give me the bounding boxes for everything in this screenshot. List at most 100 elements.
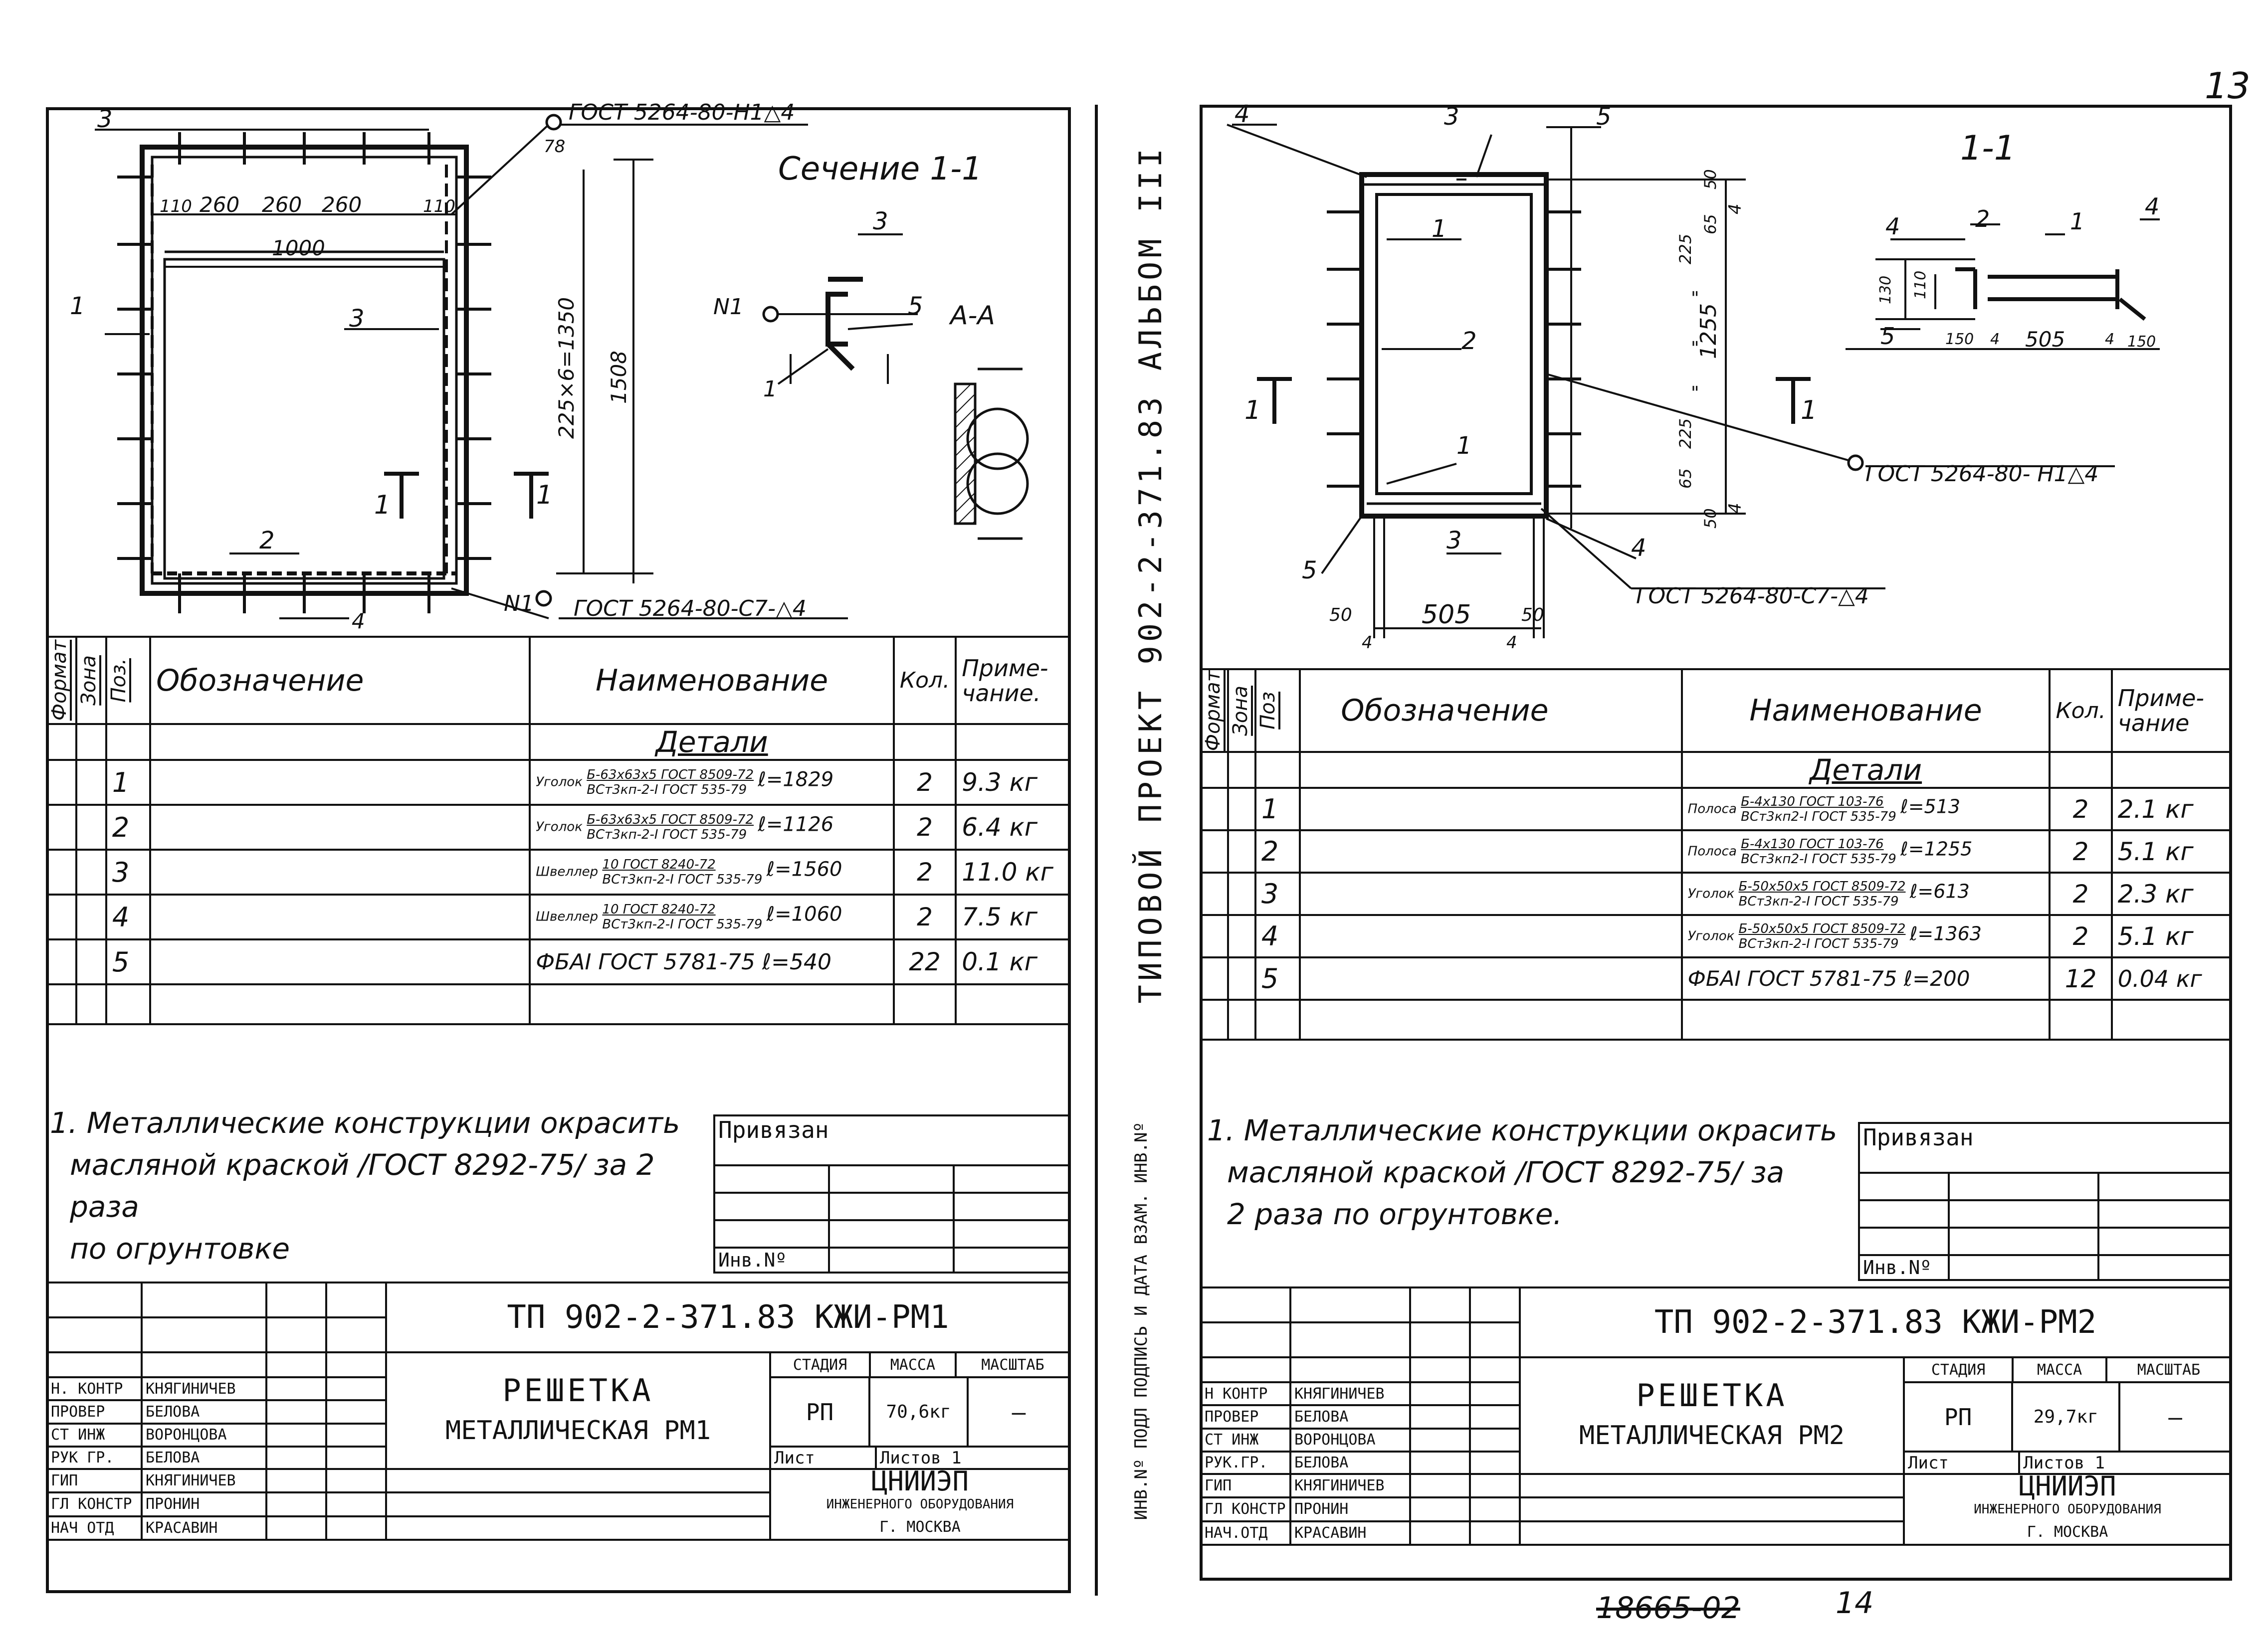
dim-110b: 110 [423,196,455,216]
svg-text:4: 4 [2145,193,2159,220]
svg-text:4: 4 [1235,100,1250,128]
pos-label-3: 3 [97,105,113,133]
svg-text:1: 1 [2070,208,2084,235]
svg-text:225: 225 [1676,234,1695,264]
svg-text:4: 4 [2105,331,2114,348]
header-designation: Обозначение [149,636,531,725]
svg-text:1: 1 [1432,215,1447,243]
svg-text:150: 150 [1945,331,1974,348]
marker-n1: N1 [713,294,744,320]
dim-260b: 260 [262,192,302,217]
svg-text:110: 110 [1912,271,1929,299]
sheet-separator [1095,105,1098,1596]
svg-text:3: 3 [1446,527,1462,554]
svg-text:4: 4 [1631,534,1647,562]
profile-label-3: 3 [873,207,888,235]
svg-text:150: 150 [2127,333,2156,351]
section-title: Сечение 1-1 [778,151,982,187]
note-2: 1. Металлические конструкции окрасить ма… [1207,1113,1838,1231]
svg-text:130: 130 [1877,276,1894,304]
section-details: Детали [529,723,895,761]
profile-label-1: 1 [763,376,777,402]
code-2: ТП 902-2-371.83 КЖИ-РМ2 [1519,1286,2232,1358]
svg-text:1: 1 [1456,432,1472,460]
cut-label-1b: 1 [536,480,553,510]
weld-top-2: ГОСТ 5264-80- Н1△4 [1865,461,2098,487]
svg-text:5: 5 [1880,323,1895,350]
dim-260a: 260 [200,192,239,217]
page-number: 13 [2205,65,2251,107]
archive-number: 18665-02 [1596,1591,1740,1626]
view-label: А-А [949,301,995,331]
dim-110a: 110 [160,196,192,216]
dim-1000: 1000 [272,236,325,260]
section-title-2: 1-1 [1960,129,2016,168]
svg-text:5: 5 [1596,103,1612,131]
dim-1508: 1508 [607,351,631,404]
svg-text:65: 65 [1676,468,1695,489]
note-1: 1. Металлические конструкции окрасить ма… [50,1106,680,1266]
svg-text:4: 4 [1362,633,1373,653]
dim-4: 4 [352,609,365,633]
code-1: ТП 902-2-371.83 КЖИ-РМ1 [385,1282,1071,1353]
spec-table-1: Формат Зона Поз. Обозначение Наименовани… [45,636,1071,1025]
svg-text:50: 50 [1701,169,1720,189]
svg-text:50: 50 [1701,508,1720,529]
svg-text:1: 1 [1244,395,1261,425]
svg-text:5: 5 [1302,556,1317,584]
grate-outer-2 [1359,172,1549,519]
spec-table-2: Формат Зона Поз Обозначение Наименование… [1200,668,2233,1041]
svg-text:4: 4 [1725,203,1745,214]
svg-text:4: 4 [1885,213,1900,240]
svg-text:": " [1691,288,1699,309]
svg-text:505: 505 [2025,327,2065,352]
svg-text:": " [1691,338,1699,359]
pos-label-3b: 3 [349,305,365,333]
svg-text:4: 4 [1990,331,2000,348]
header-qty: Кол. [892,636,957,725]
svg-text:1: 1 [1801,395,1817,425]
svg-text:": " [1691,383,1699,403]
weld-bottom: ГОСТ 5264-80-С7-△4 [574,596,807,621]
svg-text:225: 225 [1676,418,1695,449]
svg-text:2: 2 [1461,327,1477,355]
svg-text:1255: 1255 [1696,303,1721,359]
privyazan-box-1: Привязан Инв.Nº [713,1114,1071,1274]
svg-text:50: 50 [1521,605,1544,625]
header-name: Наименование [529,636,895,725]
privyazan-box-2: Привязан Инв.Nº [1858,1122,2232,1281]
weld-top: ГОСТ 5264-80-Н1△4 [569,100,795,125]
svg-text:505: 505 [1422,600,1471,630]
svg-text:3: 3 [1444,103,1459,131]
header-note: Приме-чание. [955,636,1071,725]
dim-225x6: 225×6=1350 [554,297,579,439]
svg-text:2: 2 [1975,205,1990,232]
dim-260c: 260 [322,192,362,217]
svg-text:4: 4 [1725,503,1745,514]
grate-inner-2 [1375,193,1533,495]
pos-label-1: 1 [70,292,85,320]
archive-page: 14 [1836,1586,1874,1621]
weld-bottom-2: ГОСТ 5264-80-С7-△4 [1636,583,1869,609]
marker-n1b: N1 [504,591,534,616]
dim-78: 78 [544,137,565,157]
pos-label-2: 2 [259,527,275,554]
svg-text:65: 65 [1701,214,1720,234]
svg-text:4: 4 [1506,633,1517,653]
profile-label-5: 5 [908,292,923,320]
